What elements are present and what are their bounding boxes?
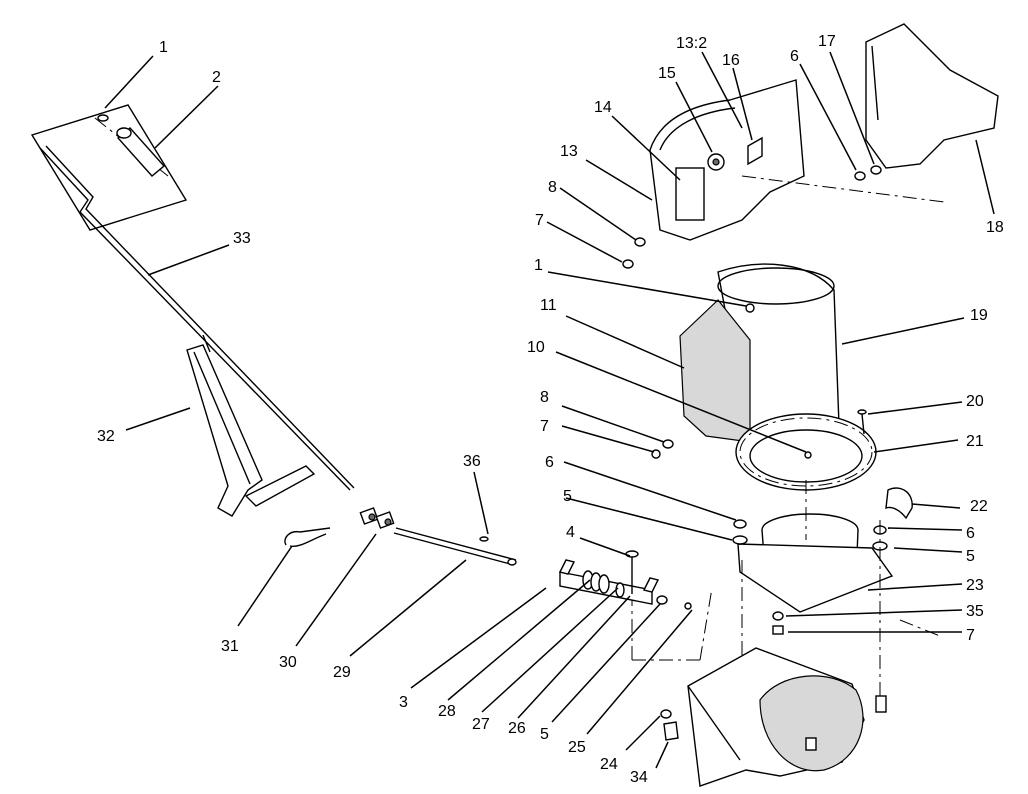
bushing [615,582,625,598]
callout-7-middle: 7 [540,418,549,435]
deflector-decal [675,167,705,221]
callout-34: 34 [630,769,648,786]
callout-17: 17 [818,33,836,50]
deflector-hood [865,23,999,169]
lower-control-rod [393,527,517,566]
callout-7-upper: 7 [535,212,544,229]
callout-13-2: 13:2 [676,35,707,52]
hinge-pin-16 [747,136,763,166]
small-pin [479,536,489,542]
callout-6-upper: 6 [790,48,799,65]
universal-joint [359,507,395,529]
callout-24: 24 [600,756,618,773]
callout-36: 36 [463,453,481,470]
base-plate-23 [737,543,894,613]
gear-bolt-10 [804,451,812,459]
callout-22: 22 [970,498,988,515]
washer-5-lower [656,595,668,605]
callout-30: 30 [279,654,297,671]
callout-27: 27 [472,716,490,733]
callout-20: 20 [966,393,984,410]
callout-31: 31 [221,638,239,655]
callout-23: 23 [966,577,984,594]
callout-19: 19 [970,307,988,324]
callout-29: 29 [333,664,351,681]
callout-6-right: 6 [966,525,975,542]
callout-25: 25 [568,739,586,756]
callout-28: 28 [438,703,456,720]
cap-nut [97,114,109,122]
callout-10: 10 [527,339,545,356]
bolt-20 [857,409,867,435]
callout-13: 13 [560,143,578,160]
housing-screws [660,695,887,751]
callout-14: 14 [594,99,612,116]
callout-33: 33 [233,230,251,247]
callout-4: 4 [566,524,575,541]
callout-2: 2 [212,69,221,86]
callout-32: 32 [97,428,115,445]
callout-15: 15 [658,65,676,82]
callout-8-middle: 8 [540,389,549,406]
hand-grip [116,127,166,177]
callout-5-right: 5 [966,548,975,565]
control-rod [39,145,355,491]
hairpin-clip [284,527,331,548]
callout-6-middle: 6 [545,454,554,471]
callout-35: 35 [966,603,984,620]
hood-fasteners [854,165,882,181]
callout-3: 3 [399,694,408,711]
callout-18: 18 [986,219,1004,236]
callout-16: 16 [722,52,740,69]
clamp-22 [885,487,913,520]
callout-8-upper: 8 [548,179,557,196]
callout-5-lower: 5 [540,726,549,743]
locknut-25 [684,602,692,610]
rod-support-bracket [186,334,316,517]
deflector-nut-washer [622,237,646,269]
chute-bolt-1 [745,303,755,313]
leader-lines [104,51,995,769]
callout-1-upper-left: 1 [159,39,168,56]
callout-1-chute: 1 [534,257,543,274]
callout-5-middle: 5 [563,488,572,505]
knob-15 [707,153,725,171]
callout-11: 11 [540,297,557,314]
callout-21: 21 [966,433,984,450]
upper-chute-deflector [649,79,805,241]
callout-26: 26 [508,720,526,737]
callouts: 1 2 33 32 31 30 29 36 3 28 27 26 5 25 4 … [97,33,1004,786]
callout-7-lower: 7 [966,627,975,644]
lower-housing [687,647,865,787]
base-nut-35-7 [772,611,784,635]
chute-nut-washer [651,439,674,459]
